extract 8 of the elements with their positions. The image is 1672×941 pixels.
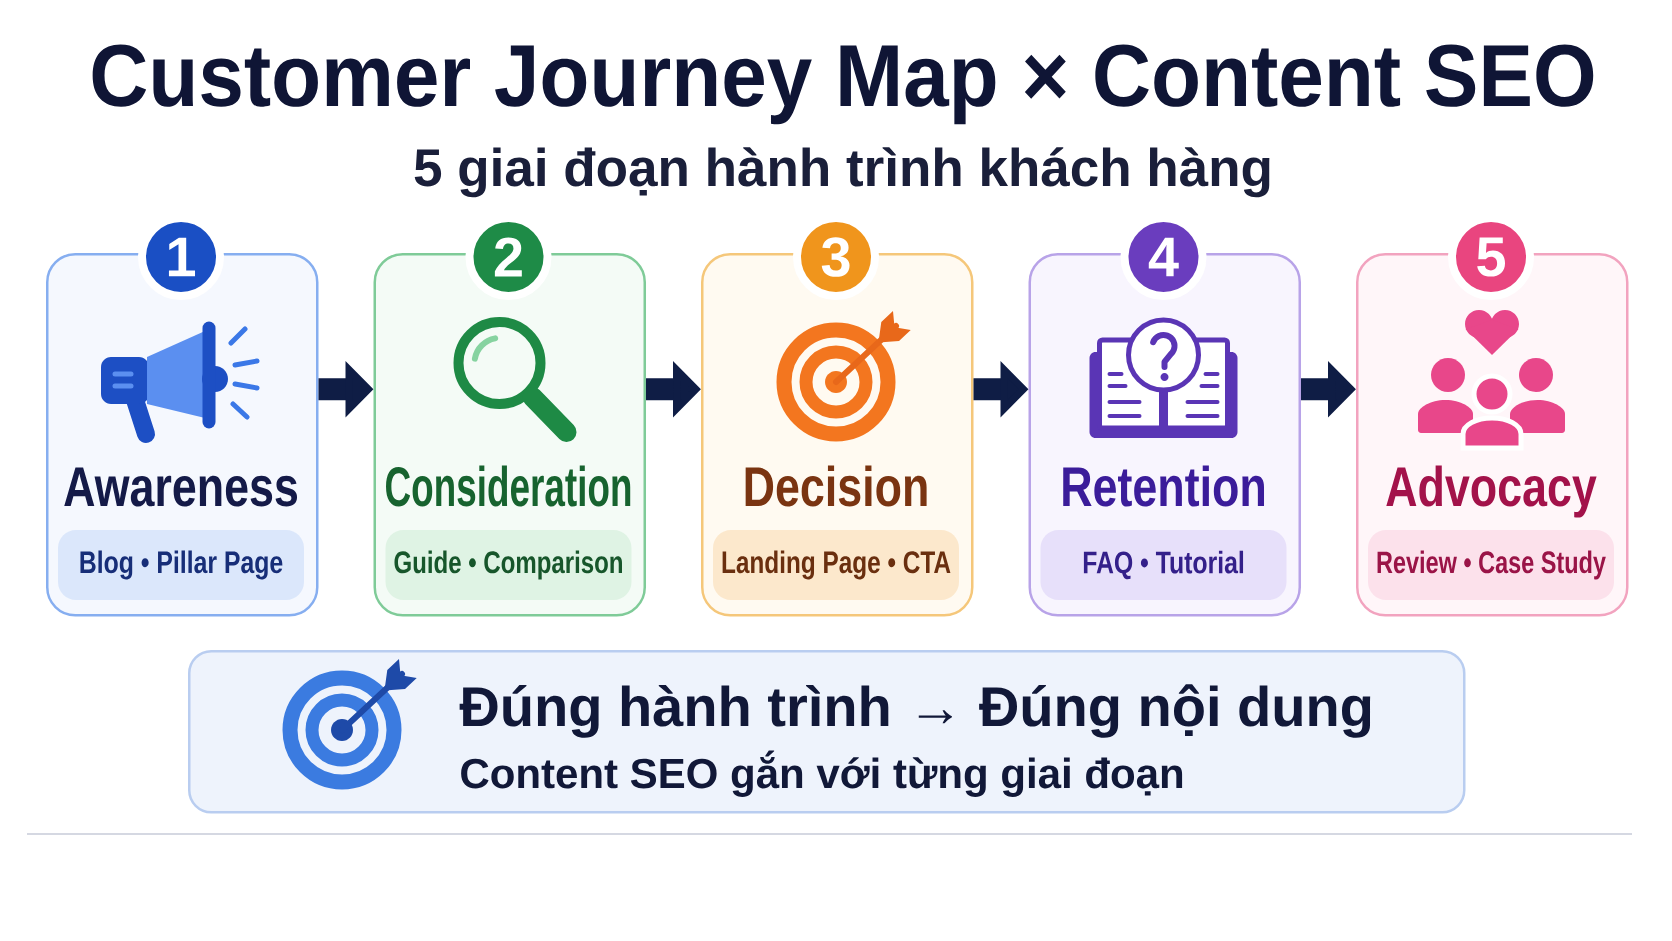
callout-banner: Đúng hành trình → Đúng nội dung Content SEO gắn với từng giai đoạn <box>188 650 1466 814</box>
tag-pill: Review • Case Study <box>1368 530 1614 600</box>
tag-pill: Landing Page • CTA <box>713 530 959 600</box>
tag-pill: Guide • Comparison <box>385 530 632 600</box>
tag-pill: FAQ • Tutorial <box>1040 530 1287 600</box>
subtitle: 5 giai đoạn hành trình khách hàng <box>414 147 1270 198</box>
tag-pill: Blog • Pillar Page <box>58 530 304 600</box>
title: Customer Journey Map × Content SEO <box>92 44 1594 125</box>
